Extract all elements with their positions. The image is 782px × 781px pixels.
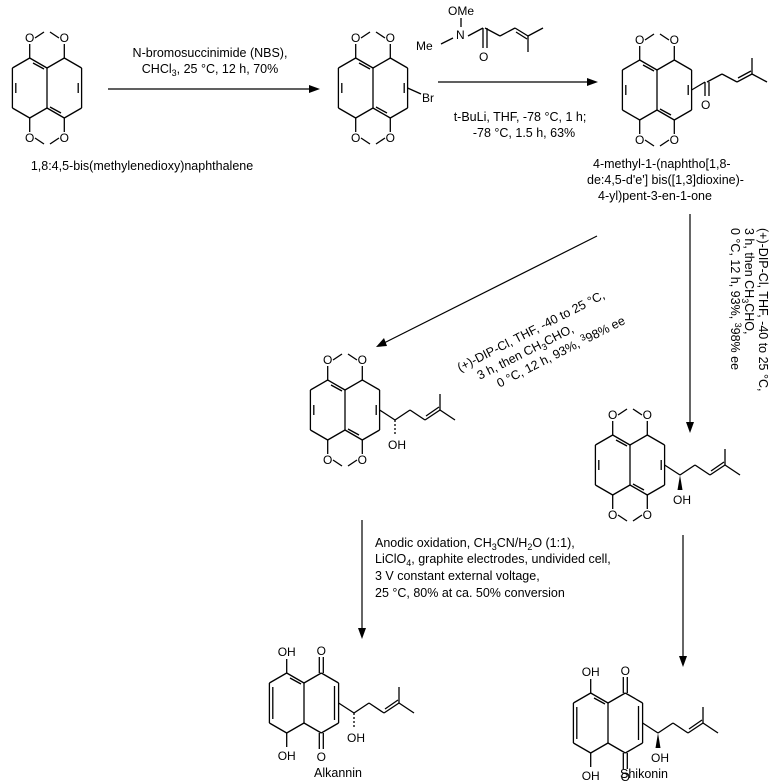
atom-o: O — [670, 133, 679, 147]
atom-o: O — [621, 770, 630, 781]
compound-2-structure: O O O O Br — [337, 31, 434, 145]
atom-o: O — [608, 408, 617, 422]
step3-conditions: (+)-DIP-Cl, THF, -40 to 25 °C, 3 h, then… — [455, 285, 627, 403]
atom-oh: OH — [651, 751, 669, 765]
compound-3-name-line3: 4-yl)pent-3-en-1-one — [598, 189, 712, 203]
atom-o: O — [351, 131, 360, 145]
atom-ome: OMe — [448, 4, 474, 18]
atom-o: O — [635, 133, 644, 147]
step2-conditions-line2: -78 °C, 1.5 h, 63% — [473, 126, 575, 140]
atom-oh: OH — [582, 769, 600, 781]
compound-5-structure: O O O O OH — [594, 408, 741, 522]
arrowhead-step3 — [376, 338, 387, 347]
atom-me: Me — [416, 39, 433, 53]
alkannin-name: Alkannin — [314, 766, 362, 780]
arrowhead-step2 — [587, 78, 598, 86]
weinreb-amide-structure: OMe N Me O — [416, 4, 544, 64]
atom-oh: OH — [278, 645, 296, 659]
compound-3-structure: O O O O O — [621, 33, 768, 147]
atom-oh: OH — [388, 438, 406, 452]
step5-conditions-line4: 25 °C, 80% at ca. 50% conversion — [375, 586, 565, 600]
atom-oh: OH — [278, 749, 296, 763]
compound-3-name-line1: 4-methyl-1-(naphtho[1,8- — [593, 157, 731, 171]
atom-o: O — [670, 33, 679, 47]
step4-conditions: (+)-DIP-Cl, THF, -40 to 25 °C, 3 h, then… — [728, 228, 770, 395]
atom-o: O — [386, 31, 395, 45]
compound-3-name-line2: de:4,5-d'e'] bis([1,3]dioxine)- — [587, 173, 744, 187]
step2-conditions-line1: t-BuLi, THF, -78 °C, 1 h; — [454, 110, 587, 124]
shikonin-structure: OH O OH O OH — [572, 664, 719, 781]
atom-o: O — [323, 453, 332, 467]
arrowhead-step5-right — [679, 656, 687, 667]
atom-o: O — [621, 664, 630, 678]
atom-oh: OH — [582, 665, 600, 679]
atom-o: O — [317, 750, 326, 764]
atom-o: O — [60, 131, 69, 145]
step1-conditions-line2: CHCl3, 25 °C, 12 h, 70% — [142, 62, 278, 78]
atom-o: O — [25, 131, 34, 145]
atom-o: O — [386, 131, 395, 145]
atom-o: O — [323, 353, 332, 367]
shikonin-name: Shikonin — [620, 767, 668, 781]
atom-o: O — [643, 508, 652, 522]
atom-o: O — [317, 644, 326, 658]
atom-o: O — [608, 508, 617, 522]
compound-4-structure: O O O O OH — [309, 353, 456, 467]
atom-oh: OH — [347, 731, 365, 745]
step5-conditions-line3: 3 V constant external voltage, — [375, 569, 540, 583]
atom-n: N — [456, 28, 465, 42]
compound-1-structure: O O O O — [11, 31, 83, 145]
atom-o: O — [701, 98, 710, 112]
arrowhead-step1 — [309, 85, 320, 93]
alkannin-structure: OH O OH O OH — [268, 644, 415, 764]
atom-oh: OH — [673, 493, 691, 507]
arrowhead-step5-left — [358, 628, 366, 639]
compound-1-name: 1,8:4,5-bis(methylenedioxy)naphthalene — [31, 159, 253, 173]
step5-conditions-line1: Anodic oxidation, CH3CN/H2O (1:1), — [375, 536, 575, 552]
atom-br: Br — [422, 91, 434, 105]
atom-o: O — [358, 353, 367, 367]
atom-o: O — [635, 33, 644, 47]
atom-o: O — [479, 50, 488, 64]
atom-o: O — [25, 31, 34, 45]
arrowhead-step4 — [686, 422, 694, 433]
step1-conditions-line1: N-bromosuccinimide (NBS), — [133, 46, 288, 60]
atom-o: O — [643, 408, 652, 422]
atom-o: O — [351, 31, 360, 45]
reaction-arrow-step3 — [383, 235, 598, 344]
step5-conditions-line2: LiClO4, graphite electrodes, undivided c… — [375, 552, 611, 568]
atom-o: O — [60, 31, 69, 45]
atom-o: O — [358, 453, 367, 467]
